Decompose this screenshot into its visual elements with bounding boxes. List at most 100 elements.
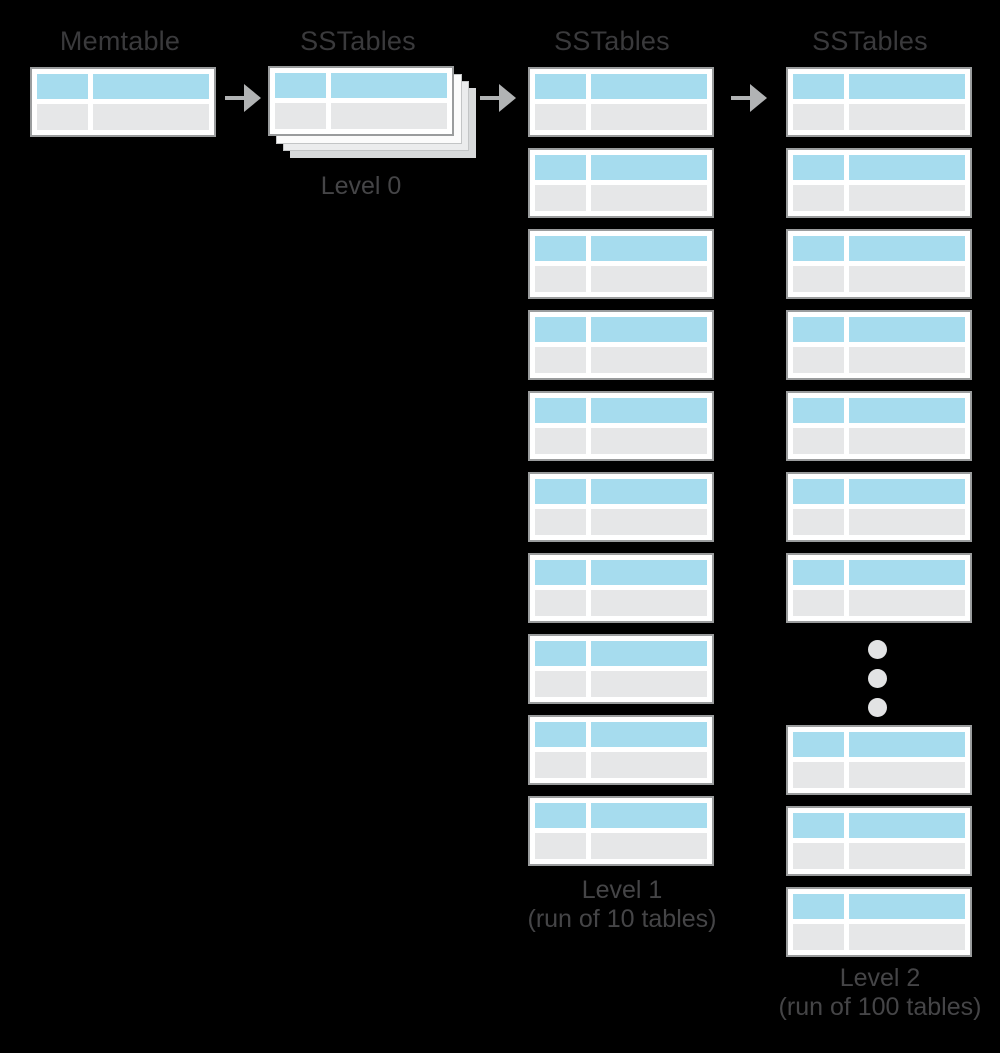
table-header-cell bbox=[793, 398, 844, 423]
ellipsis-dot bbox=[868, 669, 887, 688]
table-body-cell bbox=[535, 590, 586, 616]
caption-line: Level 0 bbox=[320, 172, 402, 200]
table-body-cell bbox=[37, 104, 88, 130]
table-header-cell bbox=[535, 641, 586, 666]
table-body-cell bbox=[591, 752, 707, 778]
level0-sstable-stack bbox=[268, 66, 480, 160]
sstable bbox=[528, 229, 714, 299]
table-body-cell bbox=[849, 590, 965, 616]
table-header-cell bbox=[535, 236, 586, 261]
table-header-cell bbox=[793, 74, 844, 99]
sstable bbox=[528, 634, 714, 704]
table-header-cell bbox=[591, 398, 707, 423]
table-body-cell bbox=[535, 185, 586, 211]
table-body-cell bbox=[535, 428, 586, 454]
table-header-cell bbox=[849, 560, 965, 585]
table-header-cell bbox=[535, 560, 586, 585]
table-header-cell bbox=[591, 74, 707, 99]
table-header-cell bbox=[591, 560, 707, 585]
sstable bbox=[528, 796, 714, 866]
table-header-cell bbox=[591, 155, 707, 180]
table-body-cell bbox=[849, 509, 965, 535]
table-header-cell bbox=[535, 155, 586, 180]
table-body-cell bbox=[591, 509, 707, 535]
table-header-cell bbox=[591, 722, 707, 747]
table-header-cell bbox=[793, 560, 844, 585]
column-header-memtable: Memtable bbox=[59, 26, 181, 56]
sstable bbox=[528, 391, 714, 461]
table-body-cell bbox=[535, 752, 586, 778]
table-header-cell bbox=[849, 155, 965, 180]
table-body-cell bbox=[849, 762, 965, 788]
table-body-cell bbox=[591, 590, 707, 616]
sstable bbox=[786, 391, 972, 461]
table-header-cell bbox=[849, 894, 965, 919]
sstable bbox=[528, 553, 714, 623]
sstable bbox=[528, 715, 714, 785]
table-body-cell bbox=[793, 924, 844, 950]
sstable bbox=[786, 148, 972, 218]
table-header-cell bbox=[849, 398, 965, 423]
table-body-cell bbox=[535, 104, 586, 130]
column-header-level2: SSTables bbox=[812, 26, 928, 56]
sstable bbox=[528, 310, 714, 380]
table-header-cell bbox=[37, 74, 88, 99]
table-body-cell bbox=[849, 843, 965, 869]
table-header-cell bbox=[849, 732, 965, 757]
table-header-cell bbox=[793, 155, 844, 180]
sstable bbox=[786, 229, 972, 299]
caption-line: (run of 10 tables) bbox=[527, 905, 717, 933]
table-header-cell bbox=[93, 74, 209, 99]
table-body-cell bbox=[793, 509, 844, 535]
table-body-cell bbox=[849, 428, 965, 454]
table-header-cell bbox=[591, 317, 707, 342]
table-header-cell bbox=[849, 317, 965, 342]
table-body-cell bbox=[793, 104, 844, 130]
table-body-cell bbox=[849, 924, 965, 950]
memtable-table bbox=[30, 67, 216, 137]
sstable bbox=[528, 148, 714, 218]
table-body-cell bbox=[793, 843, 844, 869]
sstable bbox=[786, 553, 972, 623]
table-body-cell bbox=[535, 509, 586, 535]
table-body-cell bbox=[793, 266, 844, 292]
table-body-cell bbox=[793, 428, 844, 454]
table-header-cell bbox=[535, 479, 586, 504]
table-body-cell bbox=[849, 347, 965, 373]
table-body-cell bbox=[591, 104, 707, 130]
table-body-cell bbox=[591, 266, 707, 292]
sstable bbox=[786, 887, 972, 957]
table-body-cell bbox=[793, 185, 844, 211]
table-body-cell bbox=[591, 671, 707, 697]
table-header-cell bbox=[849, 74, 965, 99]
level1-caption: Level 1 (run of 10 tables) bbox=[502, 876, 742, 934]
vertical-ellipsis-icon bbox=[868, 640, 887, 727]
table-body-cell bbox=[535, 266, 586, 292]
table-header-cell bbox=[591, 641, 707, 666]
sstable bbox=[786, 725, 972, 795]
table-header-cell bbox=[793, 732, 844, 757]
table-body-cell bbox=[793, 347, 844, 373]
table-body-cell bbox=[849, 185, 965, 211]
table-header-cell bbox=[849, 813, 965, 838]
table-header-cell bbox=[535, 398, 586, 423]
table-body-cell bbox=[849, 104, 965, 130]
caption-line: Level 1 bbox=[581, 876, 663, 904]
sstable bbox=[786, 472, 972, 542]
column-header-level1: SSTables bbox=[554, 26, 670, 56]
table-header-cell bbox=[793, 479, 844, 504]
table-header-cell bbox=[591, 236, 707, 261]
sstable bbox=[268, 66, 454, 136]
arrow-right-icon bbox=[730, 83, 768, 113]
table-header-cell bbox=[535, 803, 586, 828]
sstable bbox=[528, 472, 714, 542]
table-header-cell bbox=[535, 722, 586, 747]
level0-caption: Level 0 bbox=[261, 172, 461, 201]
caption-line: (run of 100 tables) bbox=[778, 993, 982, 1021]
table-body-cell bbox=[591, 347, 707, 373]
level2-caption: Level 2 (run of 100 tables) bbox=[756, 964, 1000, 1022]
table-body-cell bbox=[331, 103, 447, 129]
arrow-right-icon bbox=[479, 83, 517, 113]
column-header-level0: SSTables bbox=[300, 26, 416, 56]
